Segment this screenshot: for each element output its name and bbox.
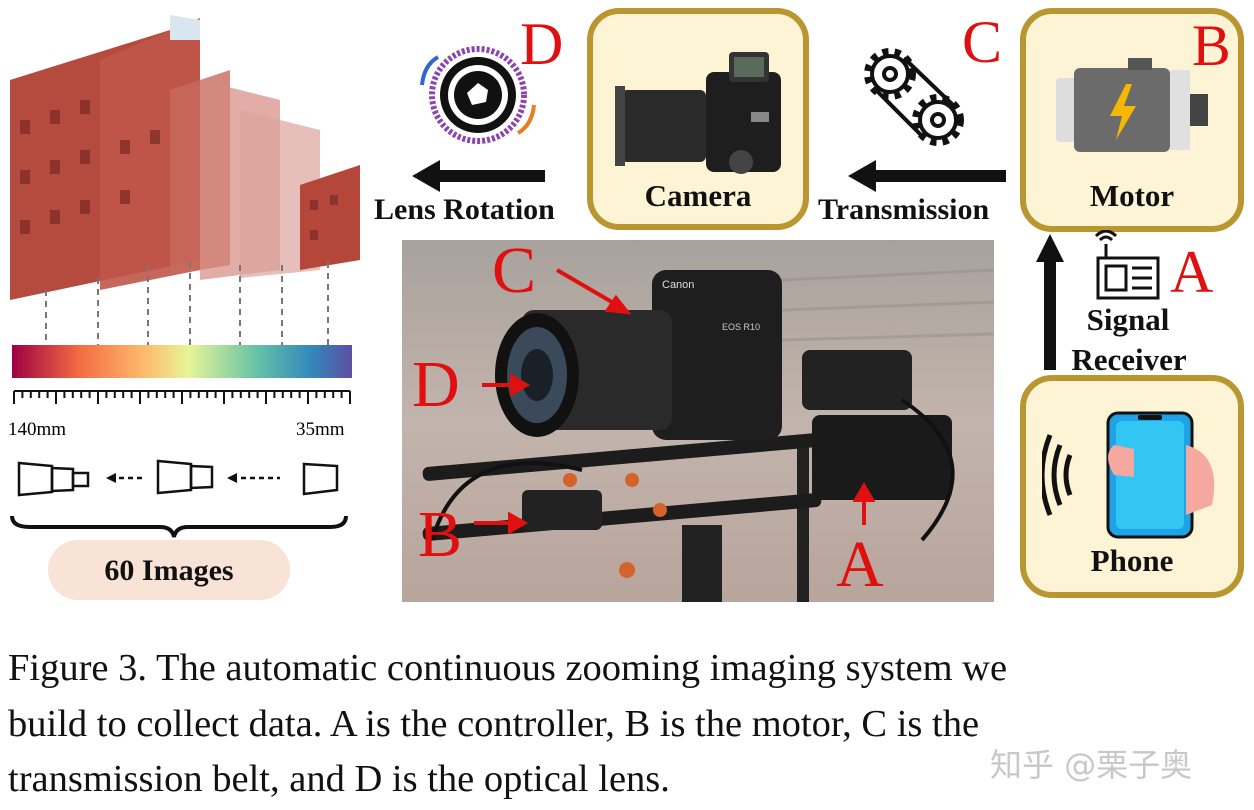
image-range-brace — [10, 515, 348, 538]
gears-icon — [864, 48, 964, 146]
signal-receiver-icon — [1094, 230, 1160, 300]
signal-label: Signal — [1086, 302, 1170, 337]
frame-guide-lines — [45, 262, 329, 345]
focal-length-ruler — [13, 390, 351, 404]
caption-line-3: transmission belt, and D is the optical … — [8, 758, 670, 800]
focal-length-colorbar — [12, 345, 352, 378]
phone-icon — [1042, 411, 1215, 539]
caption-line-1: Figure 3. The automatic continuous zoomi… — [8, 647, 1008, 689]
left-arrow-icon — [848, 160, 1006, 192]
zoom-image-stack — [10, 15, 360, 538]
motor-label: Motor — [1089, 178, 1175, 213]
receiver-label: Receiver — [1071, 342, 1187, 377]
left-arrow-icon — [412, 160, 545, 192]
stacked-building-images — [10, 15, 360, 300]
photo-label-b: B — [418, 498, 463, 571]
label-d: D — [520, 11, 564, 77]
lens-rotation-label: Lens Rotation — [374, 193, 555, 226]
camera-brand-text: Canon — [662, 279, 694, 291]
photo-label-d: D — [412, 348, 460, 421]
camera-label: Camera — [644, 178, 752, 213]
focal-length-140mm: 140mm — [8, 419, 67, 440]
label-b: B — [1192, 13, 1231, 78]
watermark: 知乎 @栗子奥 — [990, 746, 1193, 784]
up-arrow-icon — [1036, 234, 1064, 370]
system-photo: Canon EOS R10 — [402, 240, 994, 602]
motor-icon — [1056, 58, 1208, 152]
mid-lens-icon — [156, 459, 214, 495]
camera-box: Camera — [587, 8, 809, 230]
focal-length-35mm: 35mm — [296, 419, 345, 440]
photo-label-a: A — [836, 528, 884, 601]
camera-model-text: EOS R10 — [722, 322, 760, 332]
image-count-pill: 60 Images — [48, 540, 290, 600]
aperture-rotation-icon — [420, 46, 536, 144]
transmission-label: Transmission — [818, 193, 990, 226]
motor-box: B Motor — [1020, 8, 1244, 232]
caption-line-2: build to collect data. A is the controll… — [8, 703, 980, 745]
short-lens-icon — [302, 462, 339, 496]
phone-box: Phone — [1020, 375, 1244, 598]
phone-label: Phone — [1090, 543, 1174, 578]
label-c: C — [962, 9, 1003, 75]
photo-label-c: C — [492, 234, 537, 307]
photo-arrows — [474, 268, 876, 535]
label-a: A — [1170, 239, 1214, 305]
long-lens-icon — [17, 461, 90, 497]
camera-icon — [615, 52, 781, 174]
